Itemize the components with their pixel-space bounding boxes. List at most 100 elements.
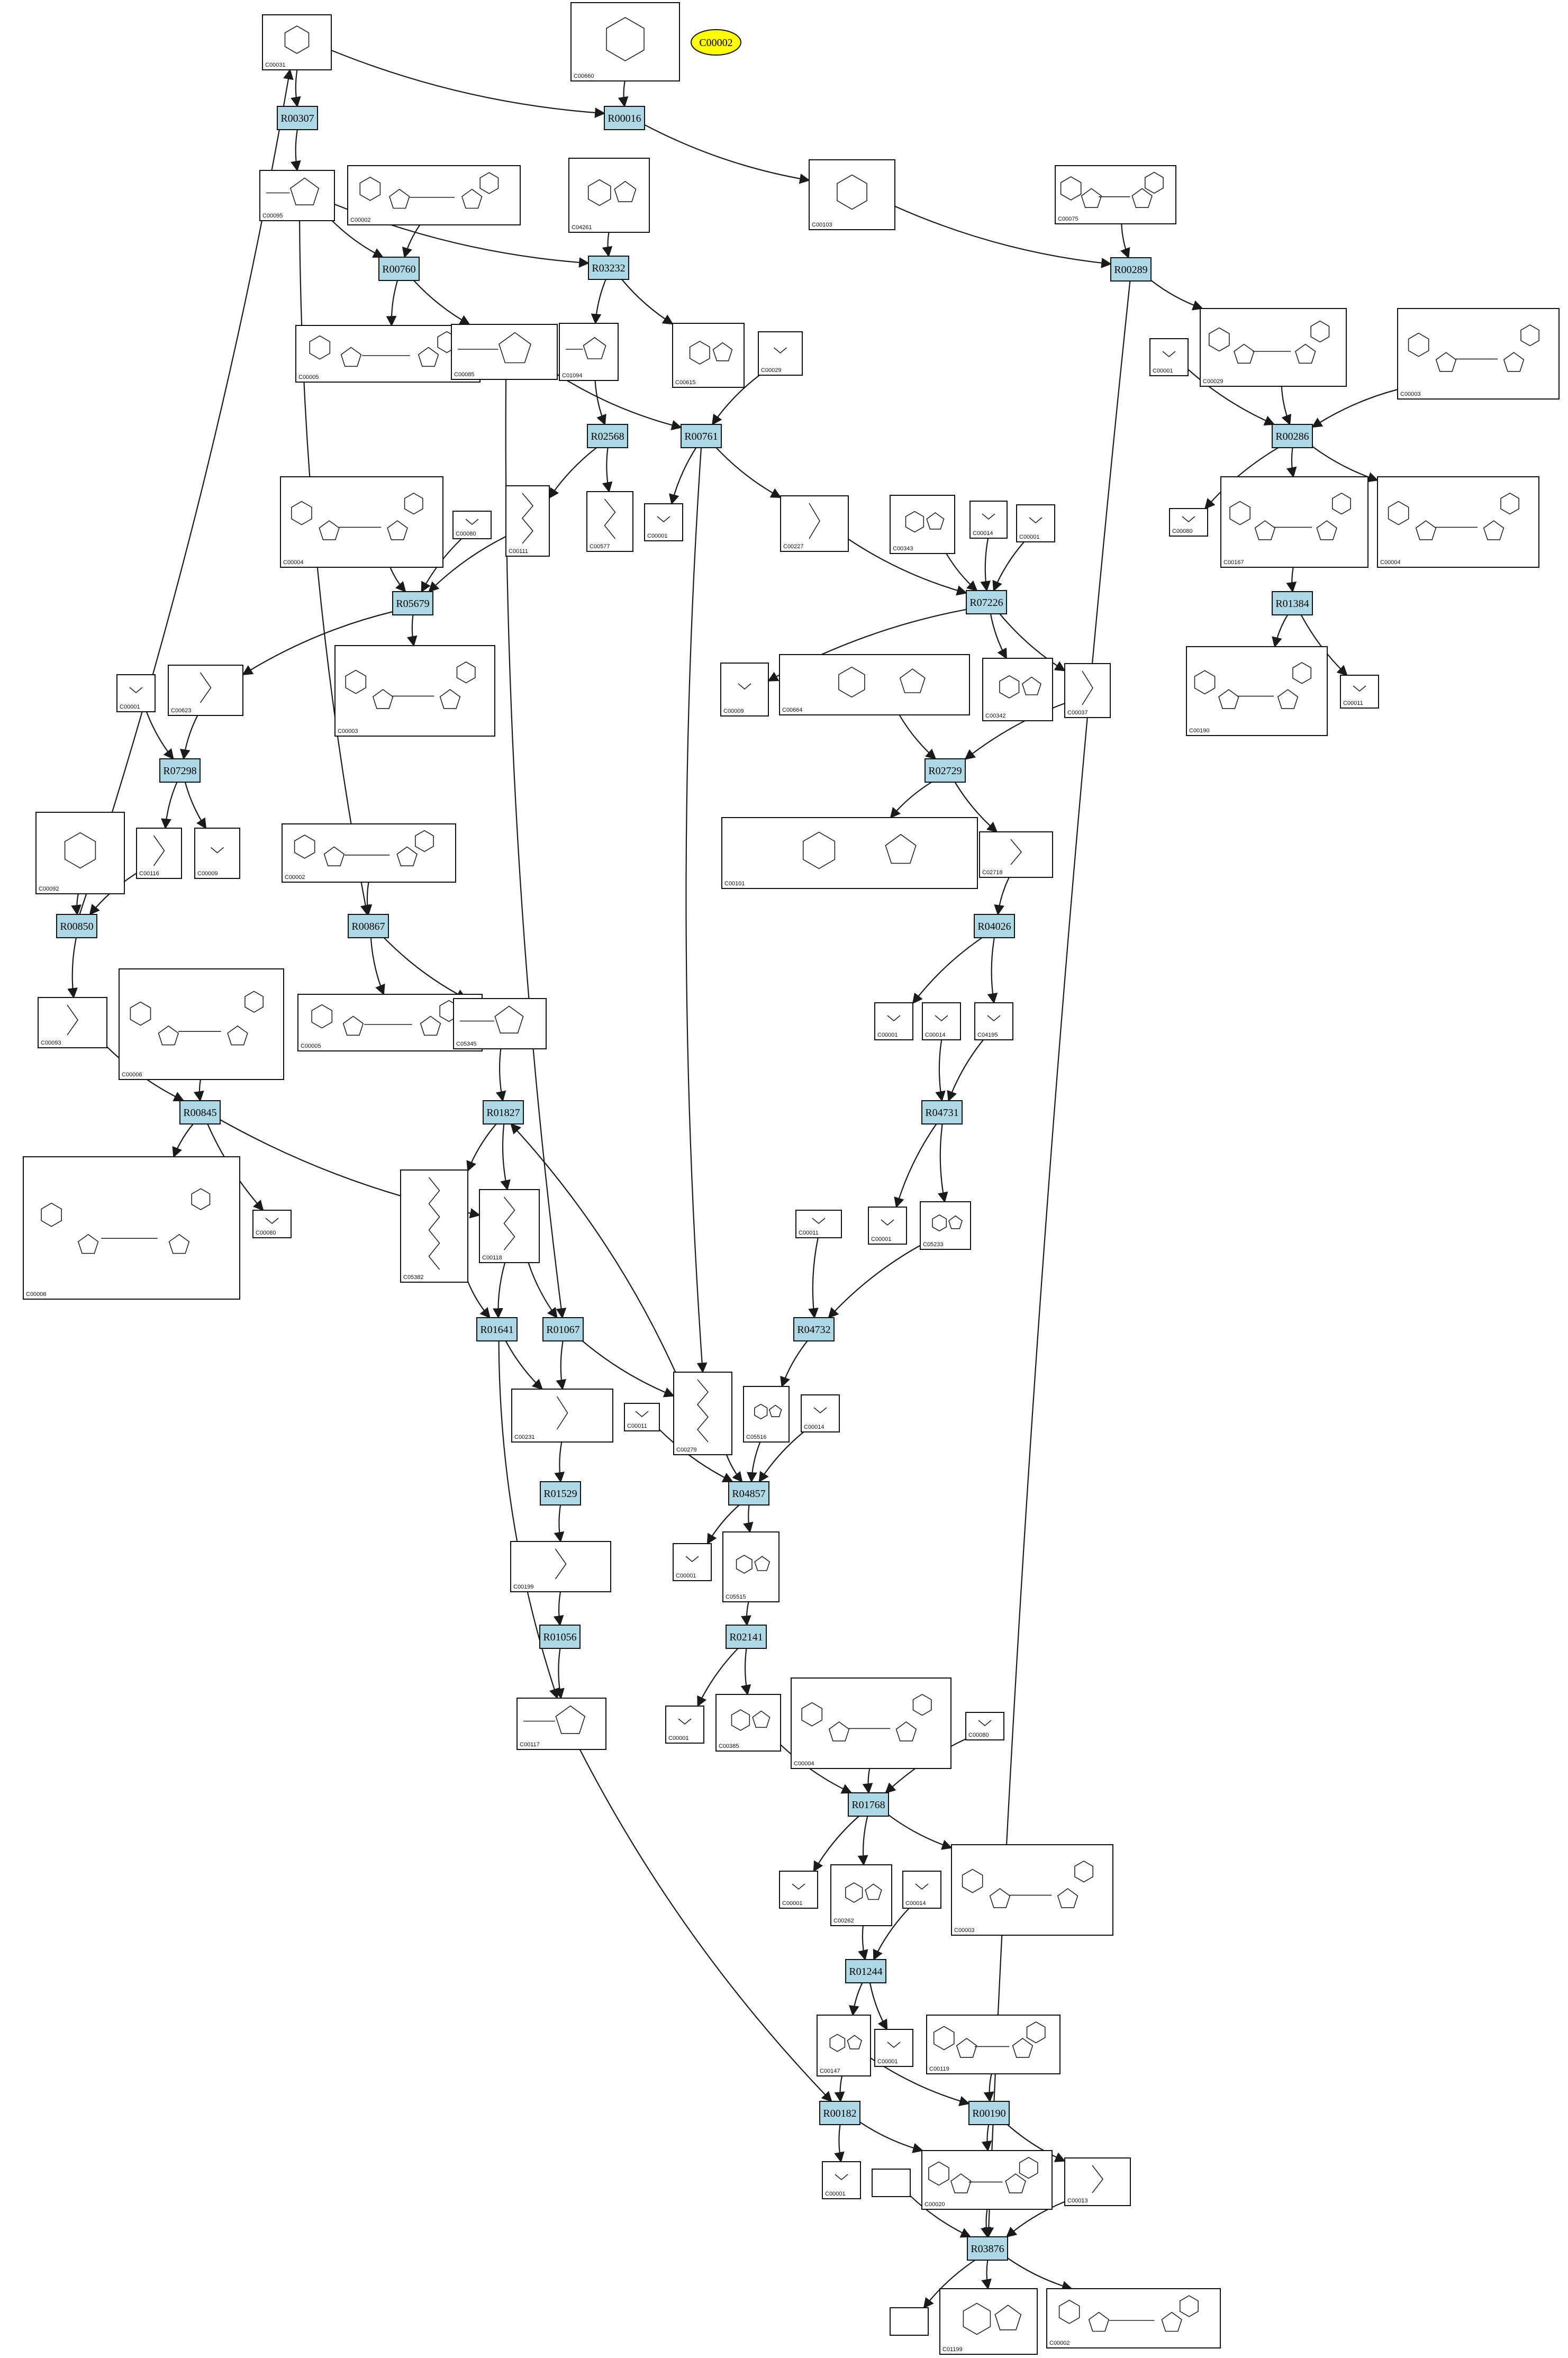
compound-node[interactable]: C00080 [965,1712,1004,1740]
compound-node[interactable]: C00279 [673,1372,732,1455]
compound-node[interactable]: C00092 [35,812,125,894]
reaction-node[interactable]: R00845 [179,1100,221,1124]
compound-node[interactable]: C00001 [665,1706,704,1744]
compound-node[interactable]: C00029 [758,331,803,376]
reaction-node[interactable]: R00286 [1272,424,1313,448]
compound-node[interactable]: C00111 [505,485,550,557]
reaction-node[interactable]: R00761 [681,424,722,448]
reaction-node[interactable]: R03876 [967,2236,1008,2261]
compound-node[interactable]: C05515 [722,1531,780,1602]
compound-node[interactable]: C00005 [295,325,481,383]
compound-node[interactable]: C00004 [280,476,443,568]
compound-node[interactable]: C05345 [453,998,547,1049]
reaction-node[interactable]: R02568 [587,424,628,448]
compound-node[interactable]: C00014 [902,1871,941,1909]
compound-node[interactable]: C00031 [262,14,332,70]
compound-node[interactable]: C00080 [252,1210,292,1238]
compound-node[interactable]: C00147 [817,2015,871,2076]
compound-node[interactable]: C00001 [644,503,683,541]
compound-node[interactable]: C00385 [715,1694,781,1752]
compound-node[interactable]: C00577 [586,491,633,552]
reaction-node[interactable]: R01641 [476,1317,518,1341]
reaction-node[interactable]: R00190 [968,2101,1010,2125]
compound-node[interactable]: C00660 [570,2,680,81]
compound-node[interactable]: C00003 [951,1844,1113,1936]
compound-node[interactable]: C00262 [830,1864,892,1926]
compound-node[interactable]: C00020 [921,2150,1053,2210]
reaction-node[interactable]: R07226 [966,590,1007,614]
compound-node[interactable]: C00009 [194,828,240,879]
reaction-node[interactable]: R04732 [793,1317,835,1341]
compound-node[interactable]: C01094 [559,323,619,381]
compound-node[interactable]: C00101 [721,817,978,889]
compound-node[interactable]: C00002 [282,823,456,883]
compound-node[interactable]: C04261 [568,158,650,233]
reaction-node[interactable]: R01384 [1272,591,1313,615]
compound-node[interactable]: C00004 [1377,476,1539,568]
compound-node[interactable]: C00014 [801,1394,840,1432]
compound-node[interactable]: C00011 [795,1210,842,1238]
compound-node[interactable]: C00001 [874,2029,913,2067]
reaction-node[interactable]: R01827 [483,1100,524,1124]
compound-node[interactable]: C00029 [1200,308,1347,387]
compound-node[interactable]: C00343 [890,495,955,554]
compound-node[interactable]: C00003 [334,645,495,737]
reaction-node[interactable]: R01768 [848,1792,889,1817]
compound-node[interactable]: C00014 [922,1002,961,1040]
compound-node[interactable]: C00227 [780,495,849,552]
compound-node[interactable]: C00623 [168,665,243,716]
compound-node[interactable]: C00664 [779,654,970,715]
compound-node[interactable]: C00001 [874,1002,913,1040]
compound-node[interactable]: C00037 [1064,663,1111,718]
compound-node[interactable]: C00001 [1149,338,1189,376]
reaction-node[interactable]: R01067 [542,1317,584,1341]
reaction-node[interactable]: R03232 [588,256,629,280]
compound-node[interactable]: C00167 [1220,476,1368,568]
compound-node[interactable]: C00199 [510,1541,611,1592]
compound-node[interactable] [872,2169,911,2197]
compound-node[interactable]: C00009 [720,663,769,717]
compound-node[interactable]: C00001 [116,674,156,712]
reaction-node[interactable]: R01056 [539,1625,581,1649]
compound-node[interactable]: C00231 [511,1389,613,1443]
reaction-node[interactable]: R01244 [845,1959,886,1983]
compound-node[interactable]: C00190 [1186,646,1328,736]
compound-node[interactable]: C00093 [38,997,107,1048]
reaction-node[interactable]: R02729 [925,758,966,783]
compound-node[interactable] [890,2307,929,2336]
compound-node[interactable]: C00001 [779,1871,818,1909]
compound-node[interactable]: C00002 [347,165,521,225]
compound-node[interactable]: C00001 [868,1207,907,1245]
compound-node[interactable]: C00080 [452,511,492,539]
reaction-node[interactable]: R02141 [726,1625,767,1649]
compound-node[interactable]: C00004 [791,1677,951,1769]
reaction-node[interactable]: R00016 [604,106,645,130]
compound-node[interactable]: C00014 [969,501,1008,539]
compound-node[interactable]: C00001 [673,1543,712,1581]
compound-node[interactable]: C00006 [119,968,284,1080]
compound-node[interactable]: C05382 [400,1169,468,1283]
compound-node[interactable]: C00013 [1064,2157,1131,2206]
reaction-node[interactable]: R00760 [378,257,420,281]
reaction-node[interactable]: R04731 [921,1100,963,1124]
compound-node[interactable]: C00342 [982,658,1053,721]
compound-node[interactable]: C01199 [939,2288,1038,2355]
compound-node[interactable]: C00103 [809,159,895,230]
compound-node[interactable]: C00080 [1169,508,1208,537]
compound-node[interactable]: C00615 [672,323,745,388]
compound-node[interactable]: C00075 [1055,165,1176,224]
reaction-node[interactable]: R01529 [540,1481,581,1506]
reaction-node[interactable]: R04026 [974,914,1015,938]
compound-node[interactable]: C05516 [743,1386,790,1443]
compound-node[interactable]: C00005 [297,994,483,1051]
reaction-node[interactable]: R00867 [348,914,389,938]
reaction-node[interactable]: R04857 [728,1481,769,1506]
compound-node[interactable]: C00118 [479,1189,540,1263]
compound-node[interactable]: C05233 [920,1201,971,1250]
compound-node[interactable]: C00085 [451,324,558,380]
compound-node[interactable]: C02718 [979,831,1053,878]
compound-node[interactable]: C00116 [136,828,182,879]
compound-node[interactable]: C00117 [516,1698,606,1750]
reaction-node[interactable]: R00850 [56,914,97,938]
compound-node[interactable]: C00006 [23,1156,240,1300]
